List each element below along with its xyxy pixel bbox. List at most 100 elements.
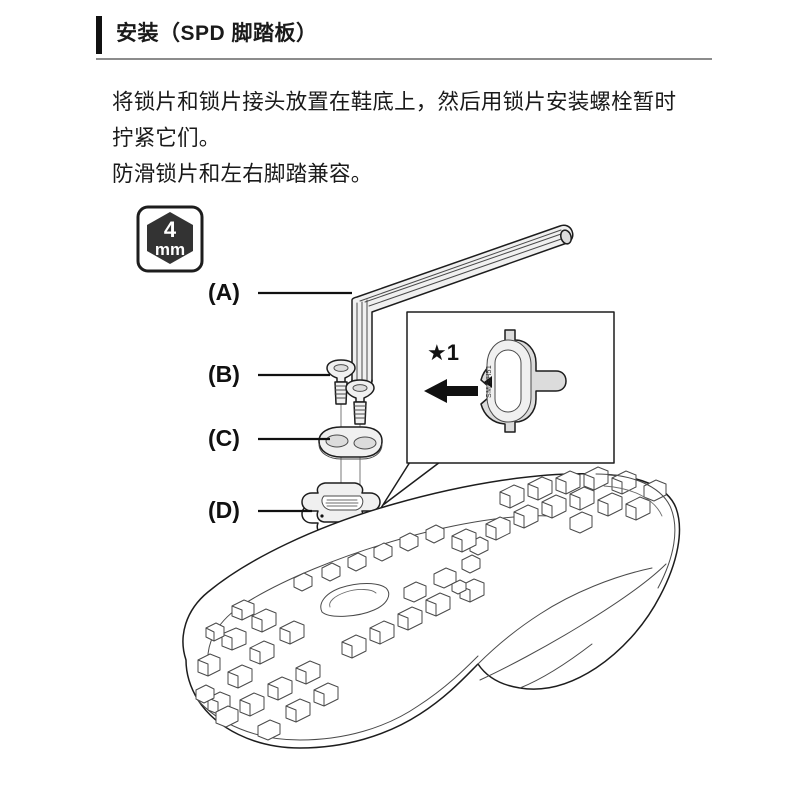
tread-lug <box>321 562 341 582</box>
part-label-a-text: (A) <box>208 279 240 305</box>
part-label-c-text: (C) <box>208 425 240 451</box>
cleat-bolt-right <box>345 379 375 425</box>
shoe-tread-lugs-mid <box>293 524 489 659</box>
cleat-direction-triangle <box>484 376 492 388</box>
tread-lug <box>425 592 451 617</box>
tread-lug <box>239 692 265 717</box>
callout-box: ★1 SM-SH51 <box>406 311 615 464</box>
tread-lug <box>293 572 313 592</box>
part-label-d: (D) <box>208 497 312 523</box>
hex-key-icon: 4 mm <box>136 205 204 273</box>
cleat-recess-slot <box>320 583 390 617</box>
hex-wrench-illustration <box>351 224 574 391</box>
cleat-recess-inner <box>329 589 377 608</box>
tread-lug <box>499 484 525 509</box>
tread-lug <box>197 653 221 677</box>
callout-marker-text: ★1 <box>427 340 459 365</box>
part-label-a: (A) <box>208 279 352 305</box>
cleat-nut-plate-illustration <box>318 426 383 460</box>
tread-lug <box>267 676 293 701</box>
header-accent-bar <box>96 16 102 54</box>
tread-lug <box>373 542 393 562</box>
shoe-sole-illustration <box>182 466 681 749</box>
nut-plate-hole-right <box>353 436 377 450</box>
bolt-thread-lines-left <box>334 385 348 399</box>
tread-lug <box>257 719 281 741</box>
callout-pointer-tail <box>380 461 441 509</box>
hex-wrench-arm-lines <box>359 229 568 307</box>
tool-size-unit: mm <box>155 240 185 259</box>
tread-lug <box>485 516 511 541</box>
tread-lug <box>215 705 239 728</box>
tread-lug <box>555 470 581 495</box>
page-title: 安装（SPD 脚踏板） <box>116 22 318 45</box>
shoe-tread-lugs-toe <box>195 599 339 741</box>
part-label-b: (B) <box>208 361 330 387</box>
tread-lug <box>313 682 339 707</box>
hex-wrench-tip <box>560 229 572 245</box>
nut-plate-edge <box>318 443 383 460</box>
callout-pointer <box>380 461 441 509</box>
tread-lug <box>205 622 225 642</box>
tread-lug <box>451 579 467 595</box>
part-label-b-text: (B) <box>208 361 240 387</box>
bolt-thread-right <box>353 401 367 425</box>
tread-lug <box>569 511 593 534</box>
instruction-line: 将锁片和锁片接头放置在鞋底上，然后用锁片安装螺栓暂时 <box>112 90 677 114</box>
tread-lug <box>285 698 311 723</box>
part-label-d-text: (D) <box>208 497 240 523</box>
tread-lug <box>597 492 623 517</box>
tread-lug <box>425 524 445 544</box>
cleat-model-code: SM-SH51 <box>486 365 493 398</box>
tread-lug <box>625 496 651 521</box>
bolt-socket-left <box>333 364 349 372</box>
cleat-oval-opening <box>494 349 522 413</box>
shoe-heel-seam <box>479 563 667 681</box>
header-divider <box>96 58 712 60</box>
shoe-tread-platform-edge <box>207 515 553 665</box>
instruction-line: 防滑锁片和左右脚踏兼容。 <box>112 162 373 186</box>
bolt-socket-right <box>352 384 368 392</box>
shoe-heel-cup <box>595 473 676 589</box>
tread-lug <box>583 466 609 491</box>
nut-plate-body <box>318 426 383 458</box>
bolt-thread-lines-right <box>353 405 367 419</box>
tread-lug <box>195 684 215 704</box>
tread-lug <box>295 660 321 685</box>
tread-lug <box>347 552 367 572</box>
hex-wrench-shaft-lines <box>356 299 368 382</box>
tread-lug <box>231 599 255 621</box>
cleat-adapter-marker-dot <box>320 514 324 518</box>
tool-size-number: 4 <box>164 217 177 242</box>
shoe-heel-detail <box>603 485 663 517</box>
page-header: 安装（SPD 脚踏板） <box>96 14 712 60</box>
tread-lug <box>227 664 253 689</box>
instruction-text: 将锁片和锁片接头放置在鞋底上，然后用锁片安装螺栓暂时 拧紧它们。 防滑锁片和左右… <box>112 84 722 192</box>
nut-plate-hole-left <box>325 434 349 448</box>
shoe-arch-seam <box>477 567 653 665</box>
tread-lug <box>611 470 637 495</box>
tread-lug <box>399 532 419 552</box>
tread-lug <box>527 476 553 501</box>
tread-lug <box>251 608 277 633</box>
tread-lug <box>513 504 539 529</box>
tread-lug <box>341 634 367 659</box>
tread-lug <box>451 528 477 553</box>
shoe-heel-edge <box>519 643 593 689</box>
shoe-sidewall-seam <box>195 655 479 741</box>
tread-lug <box>403 581 427 603</box>
tread-lug <box>569 486 595 511</box>
instruction-line: 拧紧它们。 <box>112 126 221 150</box>
shoe-tread-lugs-heel <box>451 466 667 553</box>
cleat-adapter-ridges <box>325 499 359 507</box>
tread-lug <box>221 627 247 651</box>
tread-lug <box>541 494 567 519</box>
cleat-top-view: SM-SH51 <box>480 329 567 433</box>
tread-lug <box>397 606 423 631</box>
tread-lug <box>369 620 395 645</box>
cleat-bolt-left <box>326 359 356 405</box>
bolt-thread-left <box>334 381 348 405</box>
part-label-c: (C) <box>208 425 330 451</box>
tread-lug <box>249 640 275 665</box>
